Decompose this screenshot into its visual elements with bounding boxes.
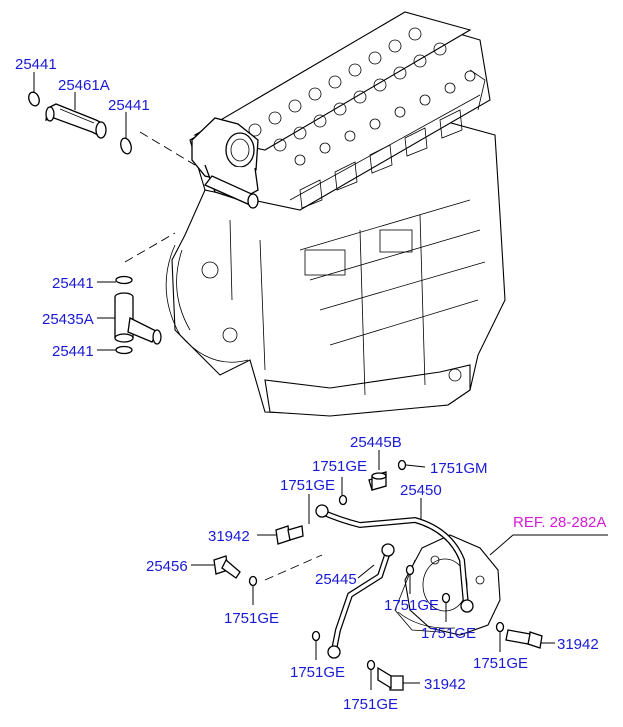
label-25441-mid: 25441 <box>52 275 94 292</box>
oil-pipe-assembly <box>213 459 543 691</box>
label-31942-left: 31942 <box>208 528 250 545</box>
leader-lines <box>33 72 608 690</box>
label-25450: 25450 <box>400 482 442 499</box>
reference-label: REF. 28-282A <box>513 514 606 531</box>
label-1751ge-a: 1751GE <box>312 458 367 475</box>
label-1751ge-h: 1751GE <box>343 696 398 713</box>
label-25445b: 25445B <box>350 434 402 451</box>
label-1751ge-f: 1751GE <box>473 655 528 672</box>
label-1751ge-e: 1751GE <box>421 625 476 642</box>
label-1751ge-b: 1751GE <box>280 477 335 494</box>
part-labels: 25441 25461A 25441 25441 25435A 25441 25… <box>15 56 606 713</box>
label-25445: 25445 <box>315 571 357 588</box>
label-1751gm: 1751GM <box>430 460 488 477</box>
label-25441-right: 25441 <box>108 97 150 114</box>
label-25461a: 25461A <box>58 77 110 94</box>
label-25441-top: 25441 <box>15 56 57 73</box>
o-ring-25441-a <box>28 91 40 107</box>
water-pipe-25435a <box>114 275 162 355</box>
o-ring-25441-c <box>115 275 133 285</box>
engine-block-drawing <box>165 11 506 417</box>
label-25456: 25456 <box>146 558 188 575</box>
label-1751ge-c: 1751GE <box>384 597 439 614</box>
label-1751ge-g: 1751GE <box>290 664 345 681</box>
label-31942-bottom: 31942 <box>424 676 466 693</box>
label-25435a: 25435A <box>42 311 94 328</box>
label-1751ge-d: 1751GE <box>224 610 279 627</box>
o-ring-25441-b <box>120 137 132 155</box>
o-ring-25441-d <box>115 345 133 355</box>
label-31942-right: 31942 <box>557 636 599 653</box>
label-25441-low: 25441 <box>52 343 94 360</box>
water-pipe-25461a <box>28 91 132 155</box>
